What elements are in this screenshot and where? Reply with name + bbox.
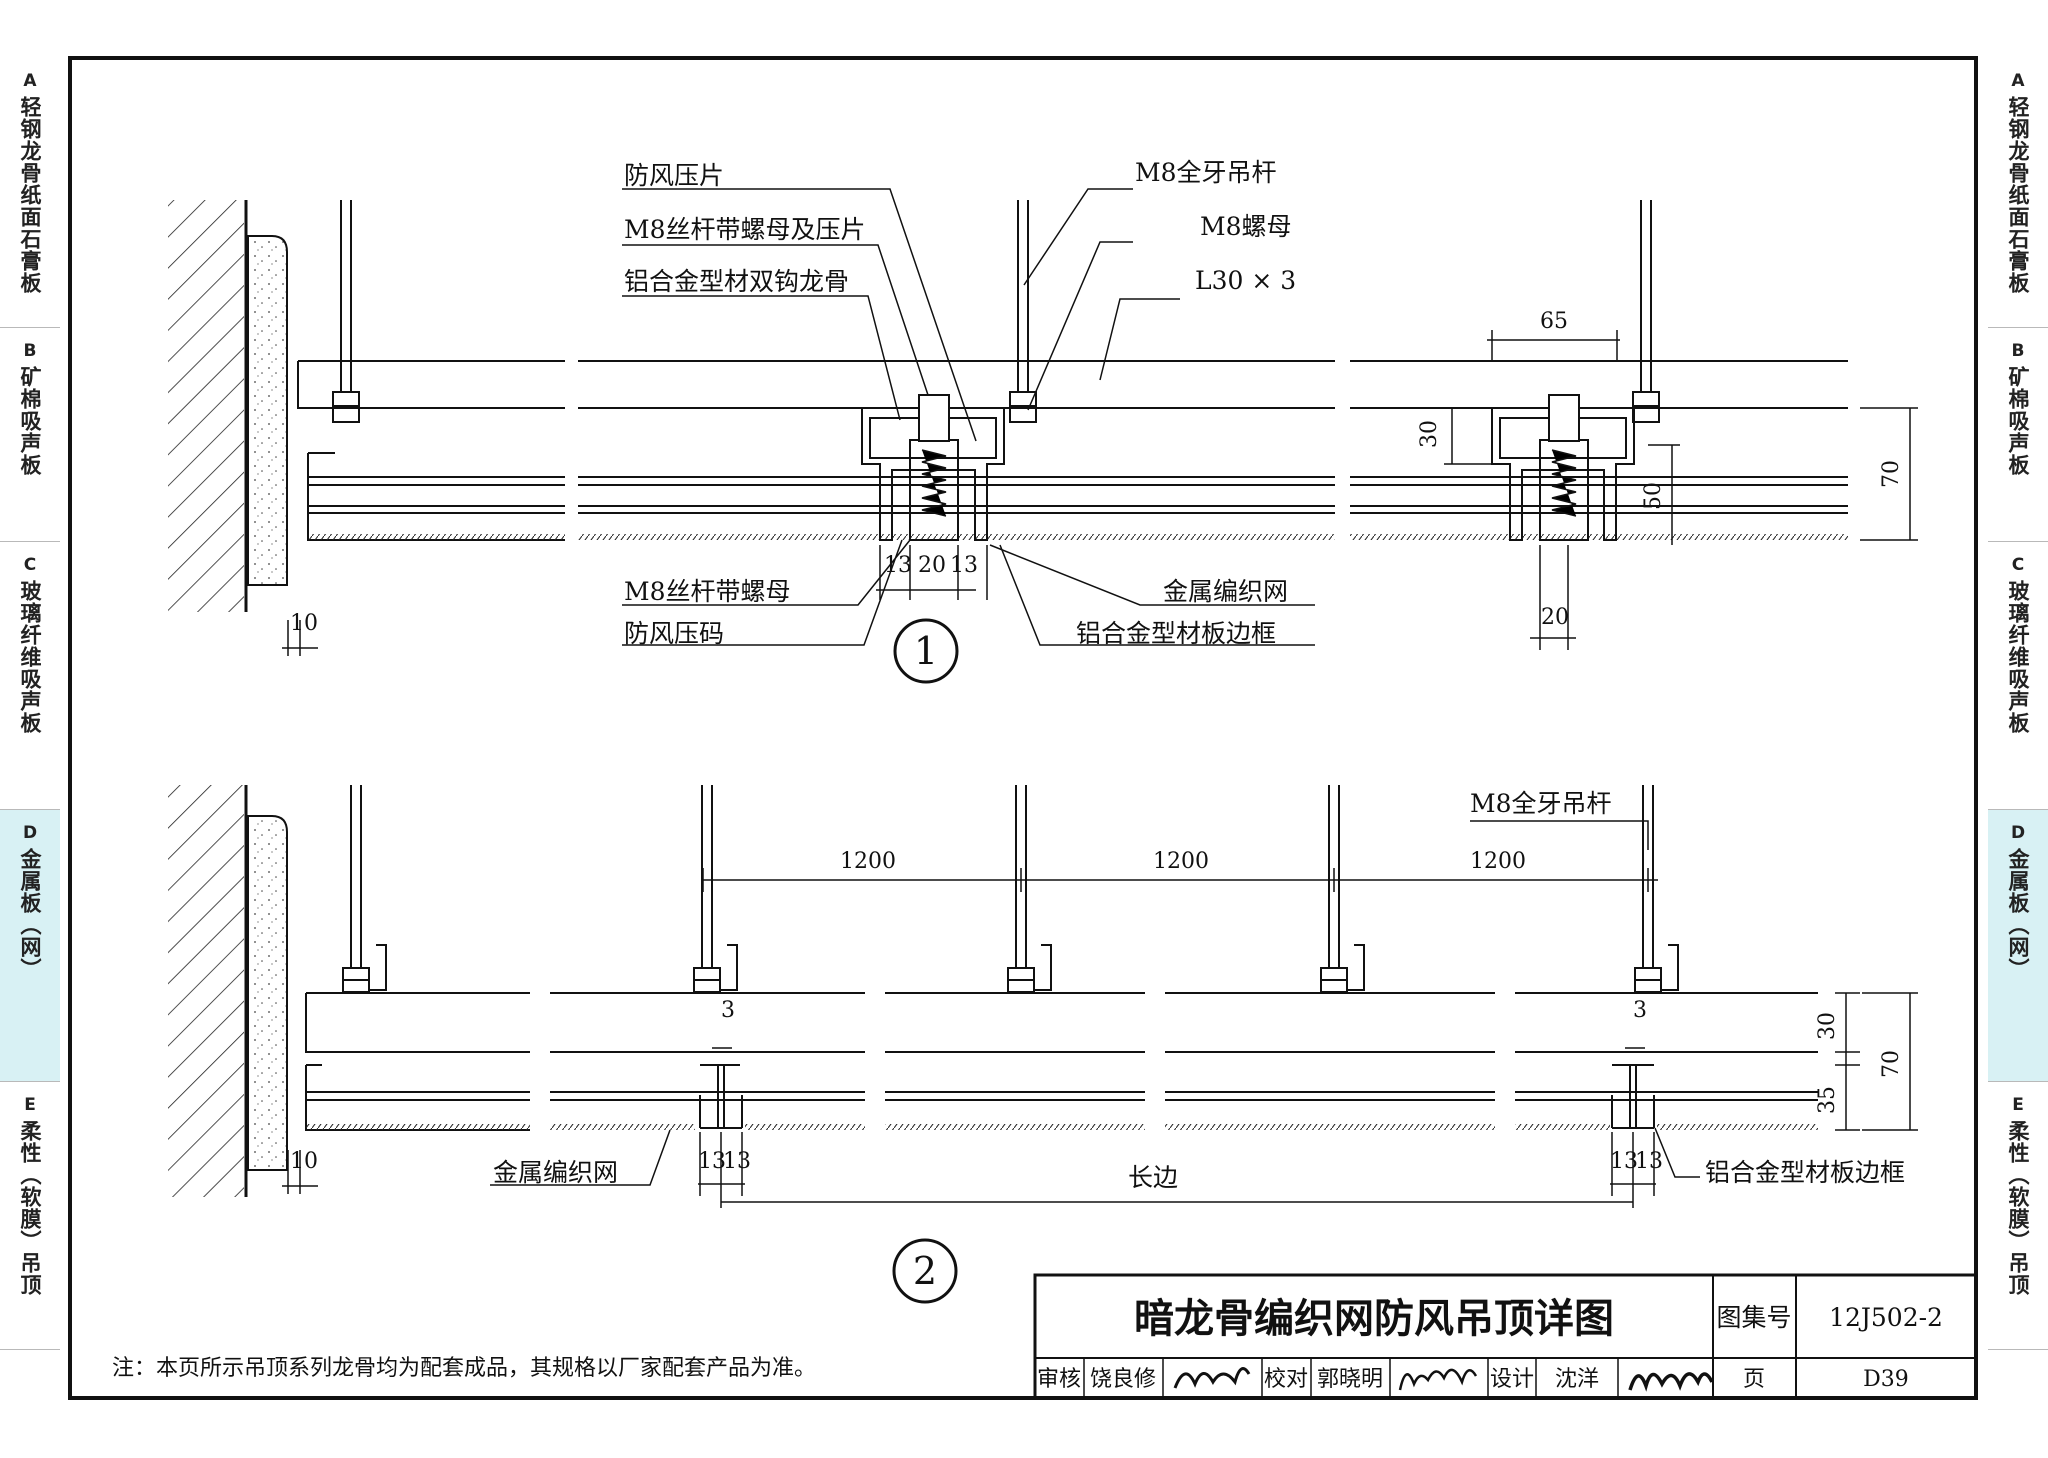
dim-10: 10 (290, 611, 318, 636)
dim-70: 70 (1879, 460, 1904, 488)
dim-10-2: 10 (290, 1149, 318, 1174)
dim-70-2: 70 (1879, 1050, 1904, 1078)
chapter-tab-d[interactable]: D 金属板（网） (0, 810, 60, 1082)
label-angle-steel: L30 × 3 (1195, 266, 1296, 295)
check-label: 校对 (1264, 1367, 1308, 1392)
chapter-tab-e[interactable]: E 柔性（软膜）吊顶 (1988, 1082, 2048, 1350)
chapter-tab-letter: B (23, 341, 37, 361)
label-metal-mesh-2: 金属编织网 (493, 1158, 618, 1187)
drawing-title: 暗龙骨编织网防风吊顶详图 (1134, 1296, 1614, 1342)
chapter-tab-c[interactable]: C 玻璃纤维吸声板 (0, 542, 60, 810)
chapter-tab-letter: B (2011, 341, 2025, 361)
detail-number-2: 2 (913, 1249, 937, 1293)
dim-13-c: 13 (1610, 1149, 1638, 1174)
designer-name: 沈洋 (1555, 1367, 1599, 1392)
sheet-border (68, 56, 1978, 1400)
chapter-tab-label: 金属板（网） (18, 848, 42, 980)
detail-number-1: 1 (914, 629, 938, 673)
dim-65: 65 (1540, 309, 1568, 334)
label-double-hook-keel: 铝合金型材双钩龙骨 (624, 267, 849, 296)
left-chapter-tabs: A 轻钢龙骨纸面石膏板 B 矿棉吸声板 C 玻璃纤维吸声板 D 金属板（网） E 柔性（软膜）吊顶 (0, 58, 60, 1350)
chapter-tab-label: 轻钢龙骨纸面石膏板 (18, 96, 42, 294)
footnote: 注：本页所示吊顶系列龙骨均为配套成品，其规格以厂家配套产品为准。 (112, 1356, 817, 1381)
chapter-tab-label: 矿棉吸声板 (2006, 366, 2030, 476)
label-wind-clip: 防风压码 (624, 619, 724, 648)
dim-span-2: 1200 (1153, 849, 1209, 874)
dim-20: 20 (918, 553, 946, 578)
chapter-tab-d[interactable]: D 金属板（网） (1988, 810, 2048, 1082)
atlas-label: 图集号 (1716, 1303, 1791, 1332)
chapter-tab-letter: A (2011, 71, 2025, 91)
reviewer-signature (1173, 1367, 1251, 1389)
label-metal-mesh: 金属编织网 (1163, 577, 1288, 606)
detail-1: 防风压片 M8丝杆带螺母及压片 铝合金型材双钩龙骨 M8全牙吊杆 M8螺母 L3… (168, 158, 1918, 684)
wall-plaster (247, 235, 288, 586)
dim-13-right: 13 (950, 553, 978, 578)
reviewer-name: 饶良修 (1090, 1367, 1156, 1392)
chapter-tab-label: 玻璃纤维吸声板 (2006, 580, 2030, 734)
label-long-side: 长边 (1128, 1163, 1178, 1192)
dim-50: 50 (1641, 482, 1666, 510)
detail-2: M8全牙吊杆 金属编织网 铝合金型材板边框 长边 1200 1200 1200 … (168, 785, 1918, 1304)
atlas-number: 12J502-2 (1829, 1303, 1943, 1332)
chapter-tab-b[interactable]: B 矿棉吸声板 (1988, 328, 2048, 542)
chapter-tab-label: 柔性（软膜）吊顶 (2006, 1120, 2030, 1296)
chapter-tab-letter: C (2011, 555, 2025, 575)
label-m8-nut: M8螺母 (1200, 212, 1292, 241)
label-panel-frame-2: 铝合金型材板边框 (1705, 1158, 1905, 1187)
dim-20-bottom: 20 (1541, 605, 1569, 630)
detail-marker-2 (892, 1238, 958, 1304)
label-m8-full-rod: M8全牙吊杆 (1135, 158, 1277, 187)
dim-span-3: 1200 (1470, 849, 1526, 874)
chapter-tab-letter: E (2012, 1095, 2024, 1115)
label-panel-frame: 铝合金型材板边框 (1076, 619, 1276, 648)
designer-signature (1628, 1372, 1714, 1392)
chapter-tab-label: 柔性（软膜）吊顶 (18, 1120, 42, 1296)
review-label: 审核 (1037, 1367, 1081, 1392)
page-number: D39 (1863, 1367, 1909, 1392)
right-chapter-tabs: A 轻钢龙骨纸面石膏板 B 矿棉吸声板 C 玻璃纤维吸声板 D 金属板（网） E 柔性（软膜）吊顶 (1988, 58, 2048, 1350)
label-m8-screw-nut: M8丝杆带螺母 (624, 577, 791, 606)
chapter-tab-letter: C (23, 555, 37, 575)
label-m8-screw-nut-plate: M8丝杆带螺母及压片 (624, 215, 866, 244)
chapter-tab-c[interactable]: C 玻璃纤维吸声板 (1988, 542, 2048, 810)
page-label: 页 (1743, 1367, 1765, 1392)
checker-name: 郭晓明 (1317, 1367, 1383, 1392)
concrete-wall (168, 200, 244, 612)
chapter-tab-e[interactable]: E 柔性（软膜）吊顶 (0, 1082, 60, 1350)
chapter-tab-a[interactable]: A 轻钢龙骨纸面石膏板 (0, 58, 60, 328)
design-label: 设计 (1490, 1367, 1534, 1392)
dim-30: 30 (1417, 420, 1442, 448)
concrete-wall-2 (168, 785, 244, 1197)
dim-13-left: 13 (884, 553, 912, 578)
chapter-tab-a[interactable]: A 轻钢龙骨纸面石膏板 (1988, 58, 2048, 328)
chapter-tab-label: 玻璃纤维吸声板 (18, 580, 42, 734)
chapter-tab-letter: D (22, 823, 38, 843)
detail-marker-1 (893, 618, 959, 684)
chapter-tab-letter: A (23, 71, 37, 91)
chapter-tab-letter: D (2010, 823, 2026, 843)
chapter-tab-label: 矿棉吸声板 (18, 366, 42, 476)
dim-3-right: 3 (1633, 998, 1647, 1023)
dim-13-a: 13 (698, 1149, 726, 1174)
dim-span-1: 1200 (840, 849, 896, 874)
checker-signature (1398, 1368, 1478, 1391)
label-m8-full-rod-2: M8全牙吊杆 (1470, 789, 1612, 818)
dim-13-b: 13 (723, 1149, 751, 1174)
label-wind-plate: 防风压片 (624, 161, 724, 190)
dim-13-d: 13 (1635, 1149, 1663, 1174)
dim-35: 35 (1815, 1086, 1840, 1114)
title-block (1033, 1273, 1978, 1400)
chapter-tab-letter: E (24, 1095, 36, 1115)
dim-3-left: 3 (721, 998, 735, 1023)
dim-30-2: 30 (1815, 1012, 1840, 1040)
chapter-tab-label: 金属板（网） (2006, 848, 2030, 980)
chapter-tab-b[interactable]: B 矿棉吸声板 (0, 328, 60, 542)
chapter-tab-label: 轻钢龙骨纸面石膏板 (2006, 96, 2030, 294)
